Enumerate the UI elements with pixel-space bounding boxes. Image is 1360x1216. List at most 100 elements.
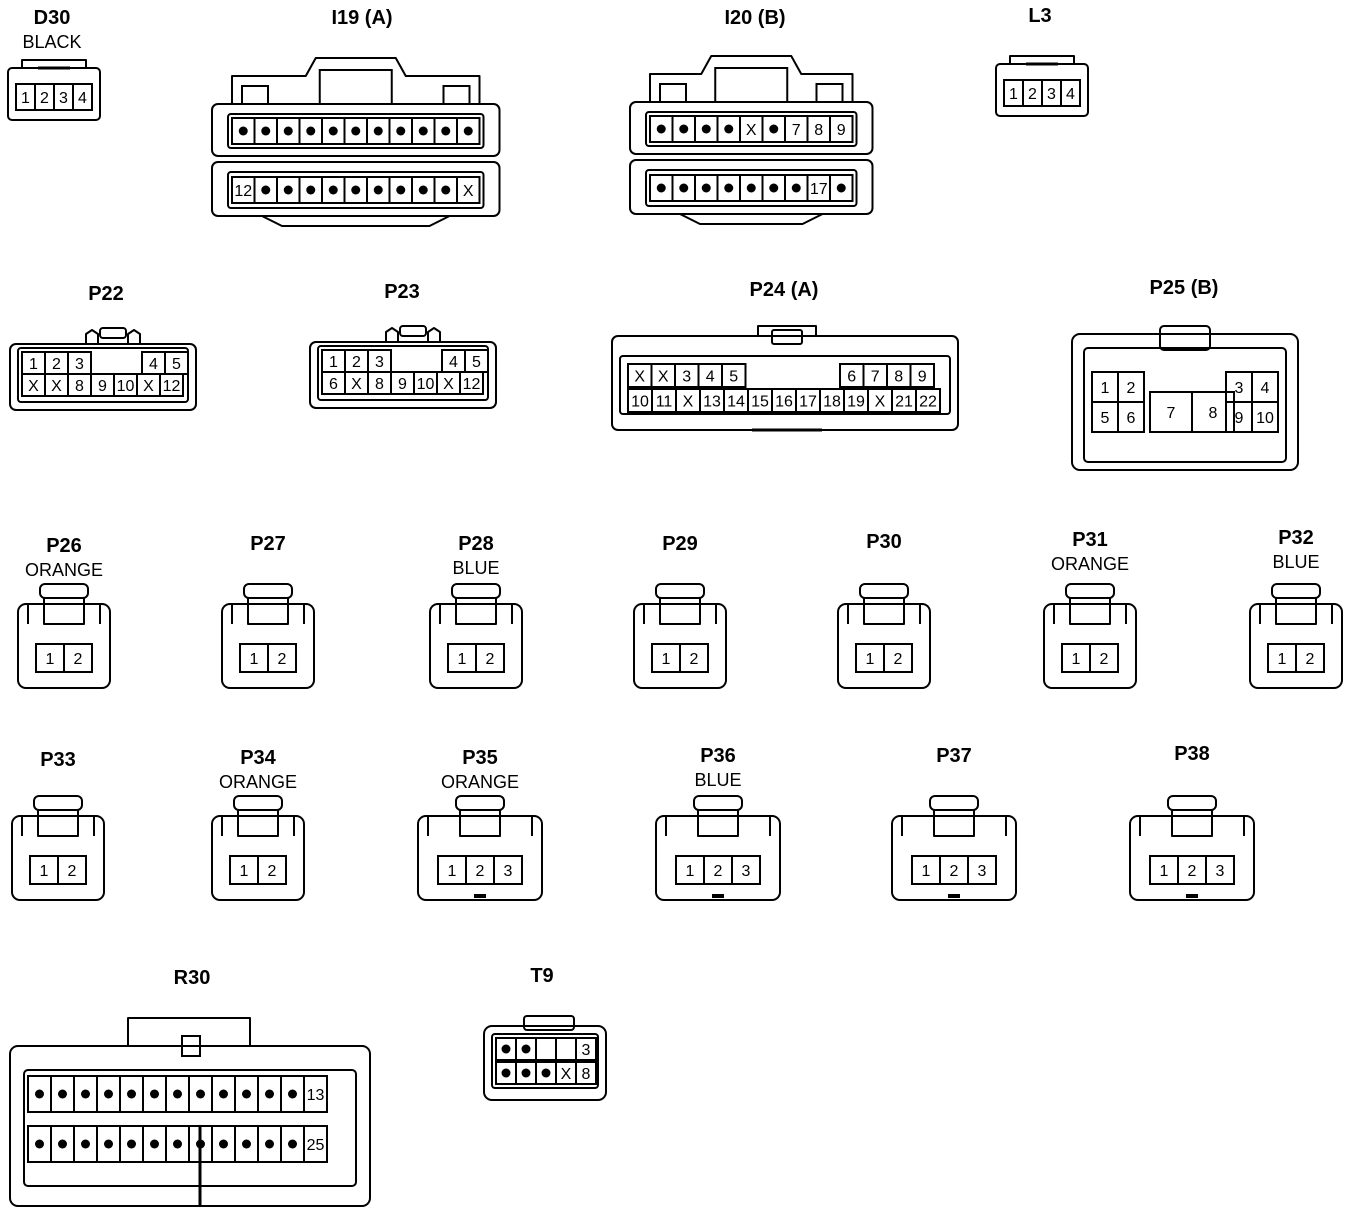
pin-label: 6 bbox=[847, 369, 856, 386]
pin-label: 3 bbox=[978, 863, 987, 880]
pin-label: 1 bbox=[1101, 380, 1110, 397]
pin-dot bbox=[150, 1139, 159, 1149]
pin-label: 1 bbox=[686, 863, 695, 880]
pin-label: 3 bbox=[75, 356, 84, 373]
pin-dot bbox=[373, 126, 383, 136]
pin-label: 3 bbox=[375, 354, 384, 371]
connector-title: P30 bbox=[866, 531, 902, 553]
pin-dot bbox=[81, 1089, 90, 1099]
pin-dot bbox=[836, 183, 846, 193]
pin-dot bbox=[242, 1139, 251, 1149]
pin-label: 2 bbox=[1188, 863, 1197, 880]
connector-title: I19 (A) bbox=[331, 7, 392, 29]
pin-label: 10 bbox=[1256, 410, 1274, 427]
connector-color-label: ORANGE bbox=[441, 772, 519, 792]
connector-title: R30 bbox=[174, 967, 211, 989]
pin-label: 8 bbox=[375, 376, 384, 393]
pin-label: 2 bbox=[950, 863, 959, 880]
pin-label: 17 bbox=[810, 181, 828, 198]
pin-label: 19 bbox=[847, 394, 865, 411]
pin-dot bbox=[396, 126, 406, 136]
pin-dot bbox=[351, 126, 361, 136]
pin-label: 4 bbox=[149, 356, 158, 373]
pin-dot bbox=[283, 185, 293, 195]
pin-label: 1 bbox=[250, 651, 259, 668]
pin-label: 1 bbox=[1009, 86, 1018, 103]
pin-label: 2 bbox=[714, 863, 723, 880]
pin-dot bbox=[769, 183, 779, 193]
pin-label: 25 bbox=[307, 1137, 325, 1154]
pin-label: 9 bbox=[98, 378, 107, 395]
connector-title: I20 (B) bbox=[724, 7, 785, 29]
pin-label: 1 bbox=[21, 90, 30, 107]
pin-dot bbox=[418, 126, 428, 136]
pin-dot bbox=[373, 185, 383, 195]
pin-dot bbox=[150, 1089, 159, 1099]
pin-label: 4 bbox=[1261, 380, 1270, 397]
connector-title: P25 (B) bbox=[1150, 277, 1219, 299]
pin-label: 7 bbox=[1167, 405, 1176, 422]
connector-title: P27 bbox=[250, 533, 286, 555]
pin-dot bbox=[441, 185, 451, 195]
pin-label: 1 bbox=[662, 651, 671, 668]
pin-label: 8 bbox=[894, 369, 903, 386]
pin-dot bbox=[242, 1089, 251, 1099]
connector-title: P33 bbox=[40, 749, 76, 771]
pin-label: 5 bbox=[1101, 410, 1110, 427]
pin-dot bbox=[441, 126, 451, 136]
pin-dot bbox=[769, 124, 779, 134]
connector-color-label: BLUE bbox=[1272, 552, 1319, 572]
pin-dot bbox=[351, 185, 361, 195]
pin-dot bbox=[396, 185, 406, 195]
pin-label: 2 bbox=[352, 354, 361, 371]
pin-label: 2 bbox=[1306, 651, 1315, 668]
connector-title: P32 bbox=[1278, 527, 1314, 549]
pin-label: 2 bbox=[40, 90, 49, 107]
pin-label: 4 bbox=[1066, 86, 1075, 103]
pin-dot bbox=[127, 1089, 136, 1099]
pin-label: 9 bbox=[918, 369, 927, 386]
pin-label: 2 bbox=[68, 863, 77, 880]
pin-dot bbox=[238, 126, 248, 136]
pin-label: 12 bbox=[234, 183, 252, 200]
connector-title: P31 bbox=[1072, 529, 1108, 551]
pin-dot bbox=[679, 124, 689, 134]
pin-label: 4 bbox=[449, 354, 458, 371]
pin-label: X bbox=[634, 369, 645, 386]
pin-label: 4 bbox=[706, 369, 715, 386]
connector-title: P24 (A) bbox=[750, 279, 819, 301]
pin-label: X bbox=[51, 378, 62, 395]
pin-dot bbox=[288, 1089, 297, 1099]
connector-title: P29 bbox=[662, 533, 698, 555]
pin-label: 3 bbox=[742, 863, 751, 880]
pin-label: 2 bbox=[894, 651, 903, 668]
pin-label: X bbox=[658, 369, 669, 386]
connector-color-label: BLUE bbox=[452, 558, 499, 578]
pin-label: 14 bbox=[727, 394, 745, 411]
pin-label: 1 bbox=[46, 651, 55, 668]
connector-color-label: ORANGE bbox=[219, 772, 297, 792]
pin-label: 13 bbox=[307, 1087, 325, 1104]
pin-label: 12 bbox=[463, 376, 481, 393]
pin-label: 22 bbox=[919, 394, 937, 411]
pin-label: 1 bbox=[448, 863, 457, 880]
pin-label: X bbox=[746, 122, 757, 139]
pin-label: 8 bbox=[582, 1066, 591, 1083]
pin-label: 2 bbox=[1028, 86, 1037, 103]
connector-r30: R30 13 25 bbox=[9, 967, 371, 1207]
pin-dot bbox=[127, 1139, 136, 1149]
pin-dot bbox=[701, 124, 711, 134]
pin-dot bbox=[328, 185, 338, 195]
pin-dot bbox=[219, 1089, 228, 1099]
connector-title: L3 bbox=[1028, 5, 1051, 27]
connector-color-label: BLUE bbox=[694, 770, 741, 790]
pin-dot bbox=[521, 1044, 531, 1054]
